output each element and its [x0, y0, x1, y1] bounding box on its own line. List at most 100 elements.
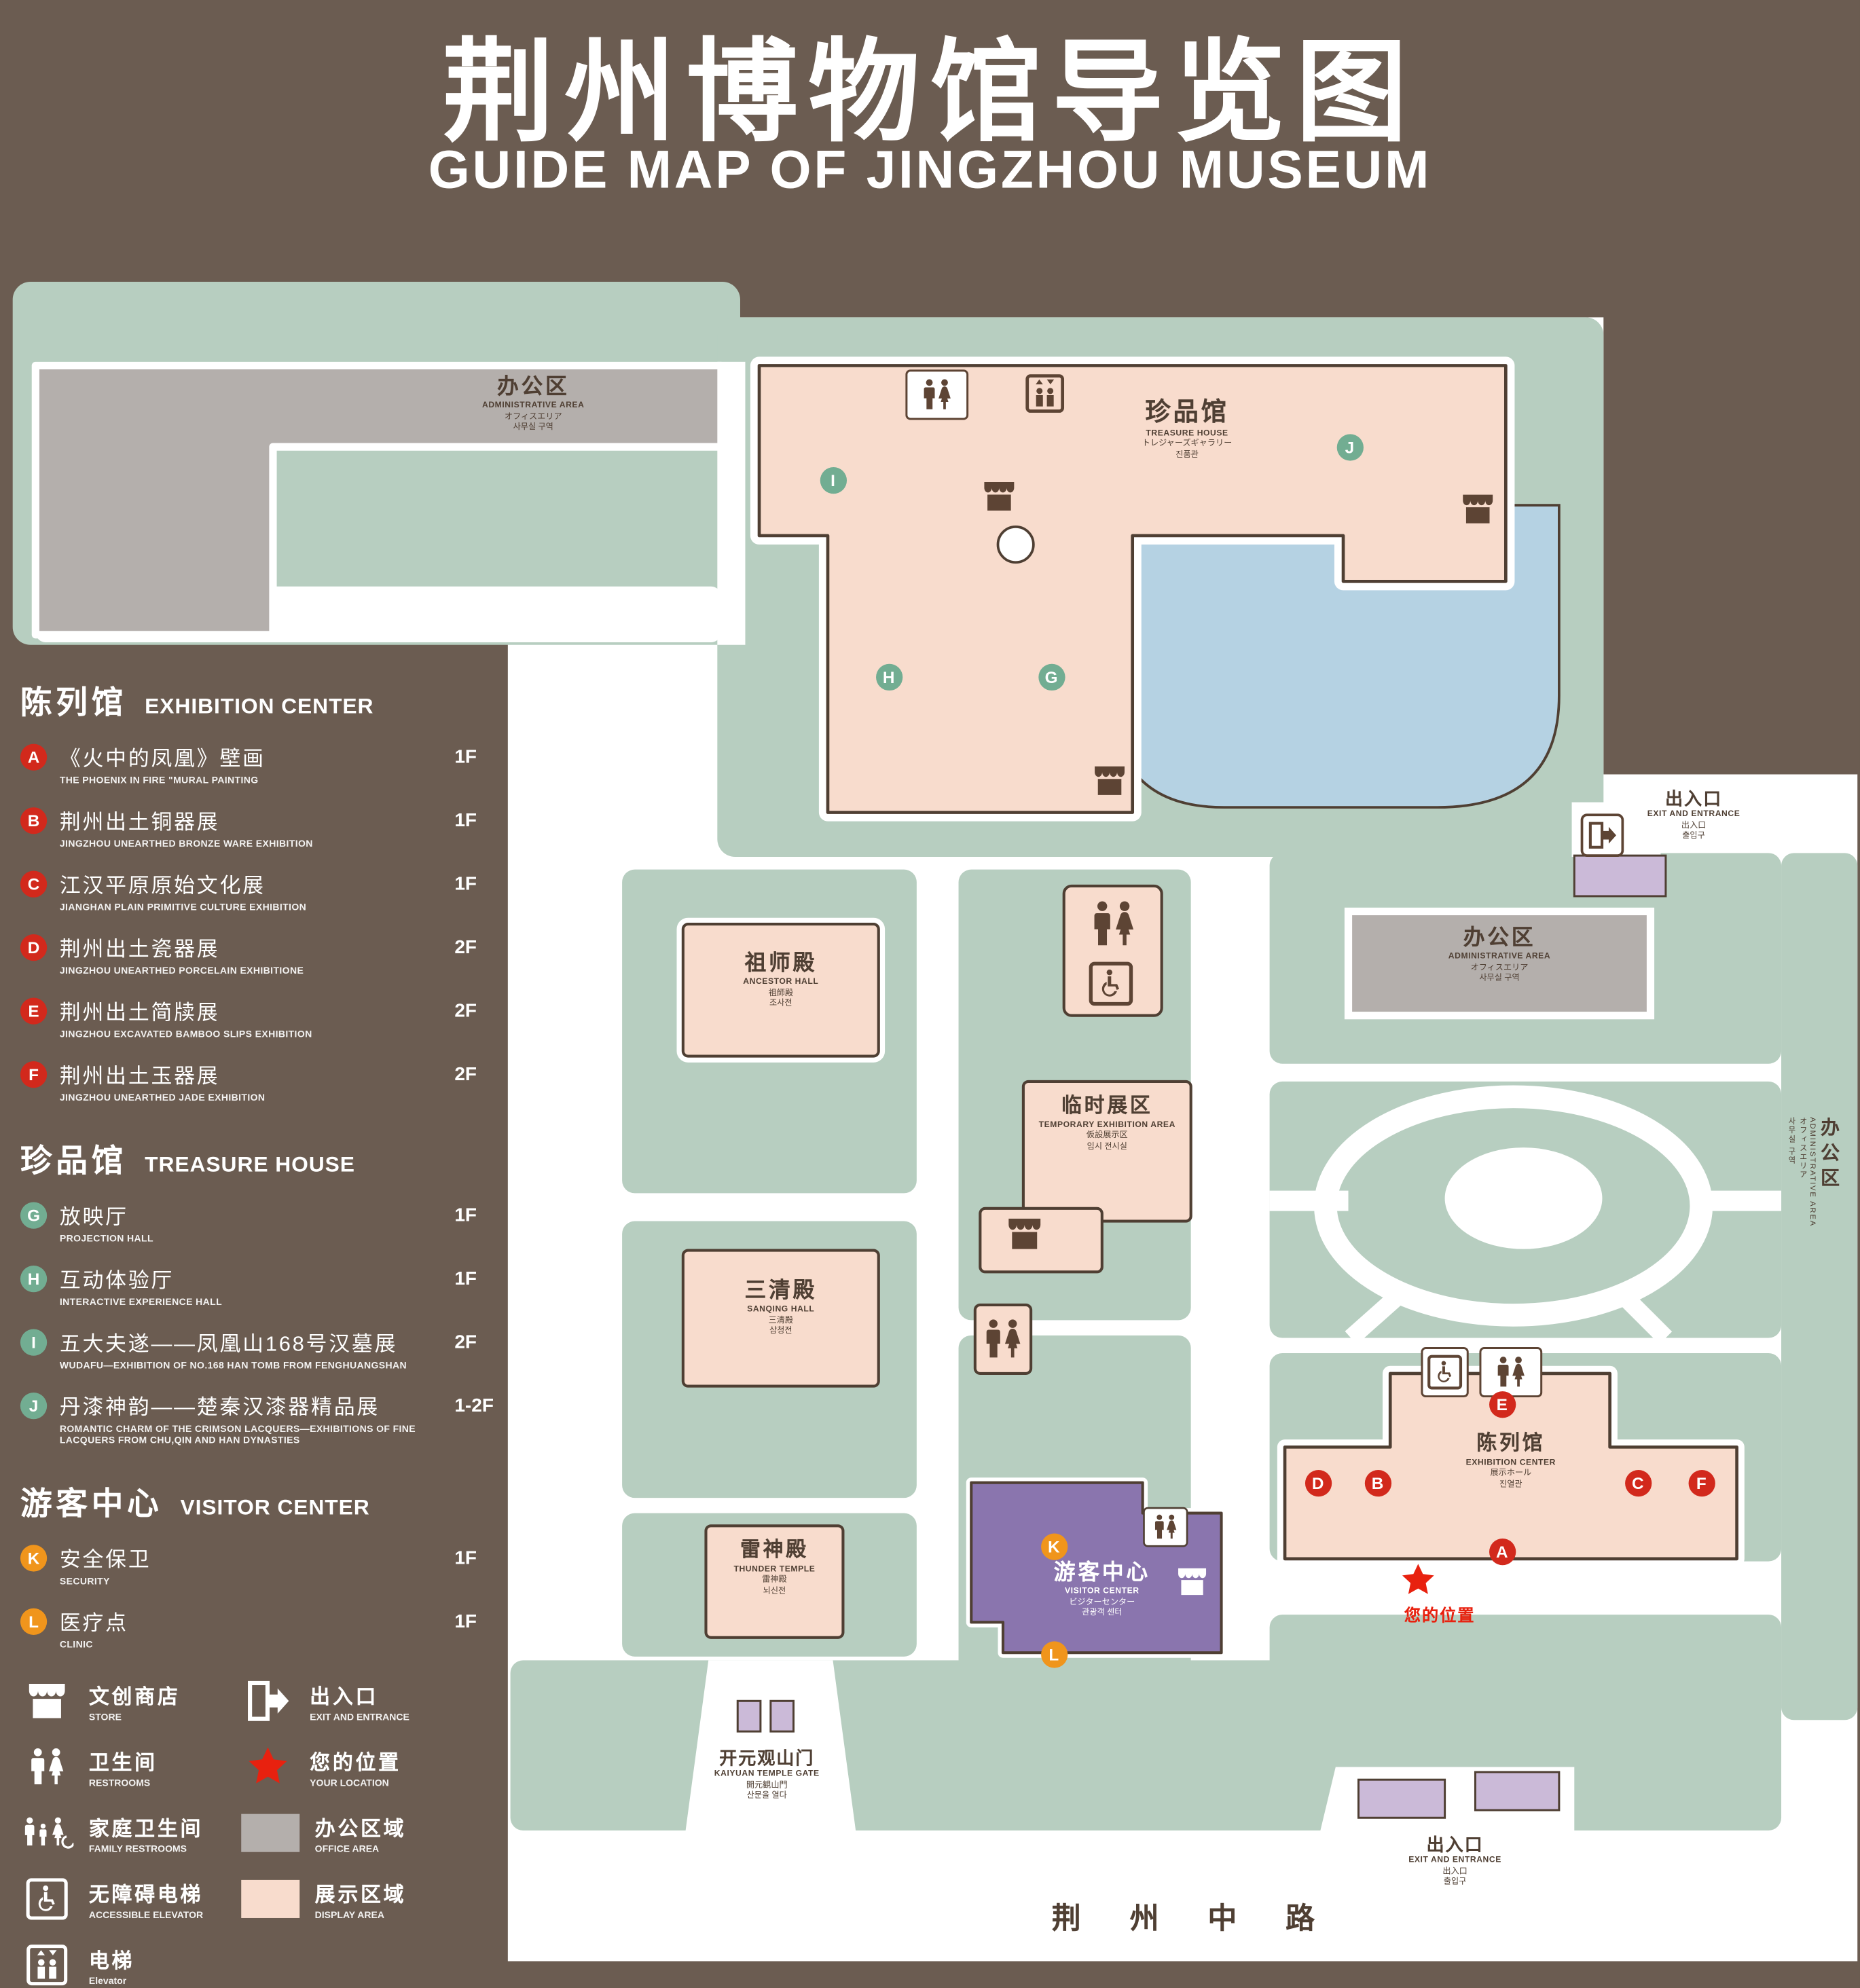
your-location-label: 您的位置 — [1404, 1606, 1476, 1625]
label-admin-topleft: 办公区 ADMINISTRATIVE AREA オフィスエリア 사무실 구역 — [482, 374, 585, 432]
restroom-block — [1062, 884, 1163, 1017]
admin-topleft-building — [31, 361, 725, 639]
buildings — [31, 356, 1745, 1819]
floor-badge: 1F — [454, 809, 477, 832]
label-exit-top: 出入口 EXIT AND ENTRANCE 出入口 출입구 — [1647, 788, 1740, 841]
floor-badge: 2F — [454, 1063, 477, 1086]
elevator-icon — [20, 1942, 74, 1987]
label-thunder-temple: 雷神殿 THUNDER TEMPLE 雷神殿 뇌신전 — [733, 1539, 816, 1596]
exit-bottom-building — [1474, 1771, 1561, 1811]
floor-badge: 2F — [454, 936, 477, 959]
marker-badge-J: J — [20, 1392, 48, 1420]
marker-badge-F: F — [20, 1061, 48, 1088]
store-icon — [984, 481, 1015, 511]
map-marker-J: J — [1336, 433, 1364, 460]
map-icons — [905, 369, 1624, 1596]
exit-bottom-building — [1357, 1778, 1446, 1819]
road-label: 荆 州 中 路 — [1051, 1901, 1336, 1935]
sanqing-hall-building — [681, 1249, 880, 1388]
marker-badge-E: E — [20, 997, 48, 1025]
floor-badge: 2F — [454, 1000, 477, 1023]
map-marker-G: G — [1038, 663, 1065, 691]
label-ancestor-hall: 祖师殿 ANCESTOR HALL 祖師殿 조사전 — [743, 951, 819, 1008]
marker-badge-G: G — [20, 1202, 48, 1229]
floor-badge: 1-2F — [454, 1395, 494, 1417]
floor-badge: 1F — [454, 746, 477, 769]
ancestor-hall-building — [681, 923, 880, 1058]
store-block — [979, 1207, 1104, 1274]
store-icon — [1463, 494, 1493, 523]
marker-badge-H: H — [20, 1265, 48, 1293]
map-marker-E: E — [1489, 1391, 1516, 1418]
label-exit-bottom: 出入口 EXIT AND ENTRANCE 出入口 출입구 — [1408, 1834, 1501, 1887]
map-marker-L: L — [1040, 1640, 1068, 1668]
marker-badge-I: I — [20, 1329, 48, 1356]
store-icon — [1095, 766, 1125, 795]
marker-badge-L: L — [20, 1608, 48, 1636]
marker-badge-K: K — [20, 1545, 48, 1572]
map-marker-K: K — [1040, 1532, 1068, 1560]
marker-badge-A: A — [20, 743, 48, 771]
label-exhibition-center: 陈列馆 EXHIBITION CENTER 展示ホール 진열관 — [1465, 1433, 1556, 1489]
location-star-icon — [241, 1744, 295, 1790]
floor-badge: 1F — [454, 1610, 477, 1633]
gate-pillar — [769, 1699, 795, 1733]
floor-badge: 1F — [454, 1547, 477, 1569]
map-marker-B: B — [1364, 1469, 1391, 1496]
store-icon — [20, 1678, 74, 1724]
family-restroom-icon — [20, 1810, 74, 1856]
map-marker-I: I — [819, 466, 847, 494]
map-marker-D: D — [1305, 1469, 1332, 1496]
marker-badge-D: D — [20, 934, 48, 961]
admin-mid-building — [1344, 907, 1655, 1020]
map-marker-C: C — [1624, 1469, 1652, 1496]
exit-top-building — [1573, 854, 1667, 898]
legend-section-exhibition-center: 陈列馆 EXHIBITION CENTER — [20, 685, 374, 721]
page-title: 荆州博物馆导览图 — [442, 29, 1418, 155]
label-treasure-house: 珍品馆 TREASURE HOUSE トレジャーズギャラリー 진품관 — [1142, 399, 1233, 460]
treasure-house-building — [757, 364, 1508, 814]
label-visitor-center: 游客中心 VISITOR CENTER ビジターセンター 관광객 센터 — [1053, 1560, 1150, 1617]
marker-badge-B: B — [20, 807, 48, 834]
map-marker-F: F — [1688, 1469, 1715, 1496]
floor-badge: 1F — [454, 1204, 477, 1227]
accessible-elevator-icon — [20, 1876, 74, 1921]
map-marker-A: A — [1489, 1538, 1516, 1565]
gate-pillar — [736, 1699, 762, 1733]
exit-icon — [241, 1678, 295, 1724]
floor-badge: 1F — [454, 1268, 477, 1290]
display-swatch — [241, 1879, 300, 1918]
thunder-temple-building — [704, 1524, 845, 1639]
exhibition-center-building — [1283, 1372, 1738, 1561]
store-icon — [1008, 1218, 1041, 1249]
map-marker-H: H — [875, 663, 902, 691]
small-restroom-block — [973, 1303, 1033, 1375]
temporary-exhibition-building — [1021, 1080, 1192, 1223]
garden-paths — [1269, 1085, 1782, 1345]
office-swatch — [241, 1814, 300, 1852]
legend-section-visitor-center: 游客中心 VISITOR CENTER — [20, 1486, 370, 1522]
